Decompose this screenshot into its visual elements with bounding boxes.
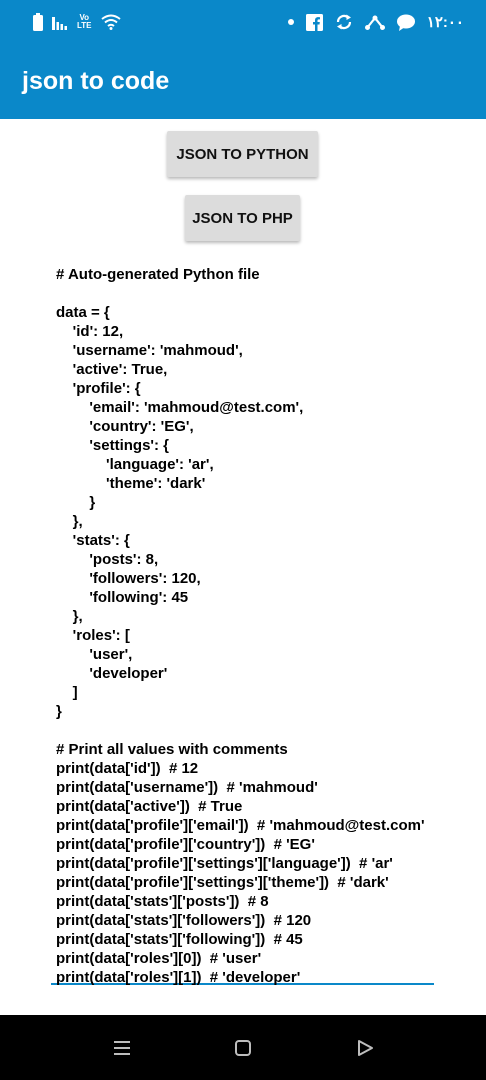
home-icon[interactable]: [232, 1037, 254, 1059]
dot-icon: [287, 19, 294, 25]
app-bar: json to code: [0, 43, 486, 119]
volte-label-bottom: LTE: [77, 21, 92, 30]
navigation-bar: [0, 1015, 486, 1080]
signal-icon: [52, 14, 68, 30]
json-to-php-button[interactable]: JSON TO PHP: [185, 195, 300, 241]
code-output-field[interactable]: # Auto-generated Python file data = { 'i…: [51, 265, 434, 986]
network-icon: [364, 14, 385, 30]
sync-icon: [335, 13, 353, 31]
wifi-icon: [100, 14, 121, 30]
battery-icon: [33, 13, 43, 31]
app-title: json to code: [22, 67, 170, 95]
json-to-python-button[interactable]: JSON TO PYTHON: [167, 131, 318, 177]
volte-label-top: Vo: [79, 13, 90, 22]
back-icon[interactable]: [354, 1037, 376, 1059]
status-right-group: ١٢:٠٠: [287, 12, 464, 32]
chat-icon: [396, 14, 415, 31]
menu-icon[interactable]: [111, 1037, 133, 1059]
code-output-text: # Auto-generated Python file data = { 'i…: [56, 266, 425, 986]
status-time: ١٢:٠٠: [426, 14, 464, 31]
facebook-icon: [305, 13, 323, 31]
